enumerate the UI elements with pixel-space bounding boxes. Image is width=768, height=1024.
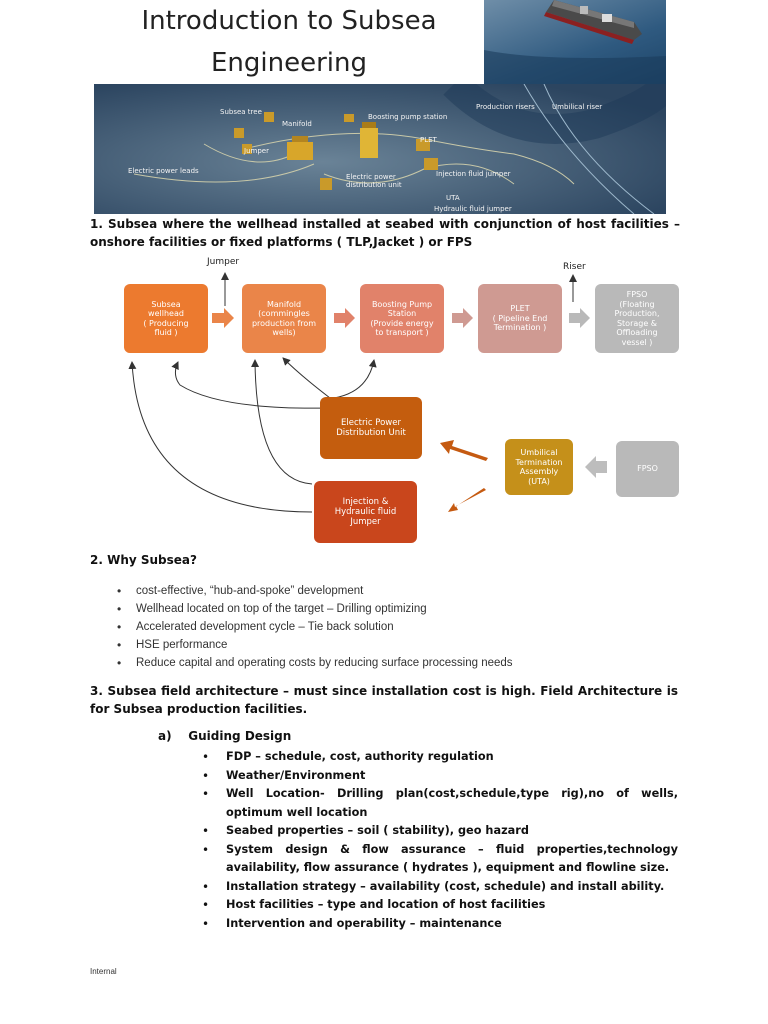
label-plet: PLET — [420, 136, 437, 144]
list-item: HSE performance — [117, 636, 717, 654]
label-production-risers: Production risers — [476, 103, 535, 111]
list-item: Installation strategy – availability (co… — [202, 878, 678, 897]
label-uta: UTA — [446, 194, 460, 202]
list-item: Well Location- Drilling plan(cost,schedu… — [202, 785, 678, 822]
label-umbilical-riser: Umbilical riser — [552, 103, 603, 111]
section-3-text: 3. Subsea field architecture – must sinc… — [90, 684, 678, 716]
list-item: Seabed properties – soil ( stability), g… — [202, 822, 678, 841]
arrow-right-icon — [569, 308, 590, 328]
list-item: Host facilities – type and location of h… — [202, 896, 678, 915]
list-item: Wellhead located on top of the target – … — [117, 600, 717, 618]
subsea-field-illustration: Subsea tree Manifold Boosting pump stati… — [94, 84, 666, 214]
label-subsea-tree: Subsea tree — [220, 108, 262, 116]
section-1-text: 1. Subsea where the wellhead installed a… — [90, 217, 680, 249]
label-epdu-line-2: distribution unit — [346, 181, 402, 189]
list-item: FDP – schedule, cost, authority regulati… — [202, 748, 678, 767]
list-item: Weather/Environment — [202, 767, 678, 786]
arrow-right-icon — [334, 308, 355, 328]
label-jumper: Jumper — [244, 147, 269, 155]
list-item: cost-effective, “hub-and-spoke” developm… — [117, 582, 717, 600]
footer-classification: Internal — [90, 967, 117, 976]
arrow-right-icon — [212, 308, 234, 328]
label-injection-fluid-jumper: Injection fluid jumper — [436, 170, 511, 178]
box-fpso-bottom: FPSO — [616, 441, 679, 497]
arrow-left-icon — [440, 440, 488, 461]
diagram-connectors — [128, 272, 607, 513]
guiding-design-list: FDP – schedule, cost, authority regulati… — [202, 748, 678, 934]
list-item: System design & flow assurance – fluid p… — [202, 841, 678, 878]
guiding-design-heading: a) Guiding Design — [158, 729, 292, 743]
jumper-label: Jumper — [207, 257, 240, 267]
label-boosting-pump-station: Boosting pump station — [368, 113, 448, 121]
label-electric-power-leads: Electric power leads — [128, 167, 199, 175]
title-line-1: Introduction to Subsea — [141, 6, 437, 36]
why-subsea-list: cost-effective, “hub-and-spoke” developm… — [117, 582, 717, 672]
document-title: Introduction to Subsea Engineering — [94, 0, 484, 84]
label-hydraulic-fluid-jumper: Hydraulic fluid jumper — [434, 205, 512, 213]
list-item: Reduce capital and operating costs by re… — [117, 654, 717, 672]
arrow-right-icon — [452, 308, 473, 328]
seabed-layout-icon — [94, 84, 666, 214]
label-epdu-line-1: Electric power — [346, 173, 396, 181]
vessel-image — [484, 0, 666, 84]
fpso-vessel-icon — [484, 0, 666, 84]
section-2-heading: 2. Why Subsea? — [90, 553, 197, 567]
list-item: Accelerated development cycle – Tie back… — [117, 618, 717, 636]
arrow-left-icon — [585, 456, 607, 478]
list-item: Intervention and operability – maintenan… — [202, 915, 678, 934]
label-manifold: Manifold — [282, 120, 312, 128]
title-line-2: Engineering — [211, 48, 367, 78]
arrow-down-left-icon — [448, 488, 486, 512]
riser-label: Riser — [563, 262, 586, 272]
